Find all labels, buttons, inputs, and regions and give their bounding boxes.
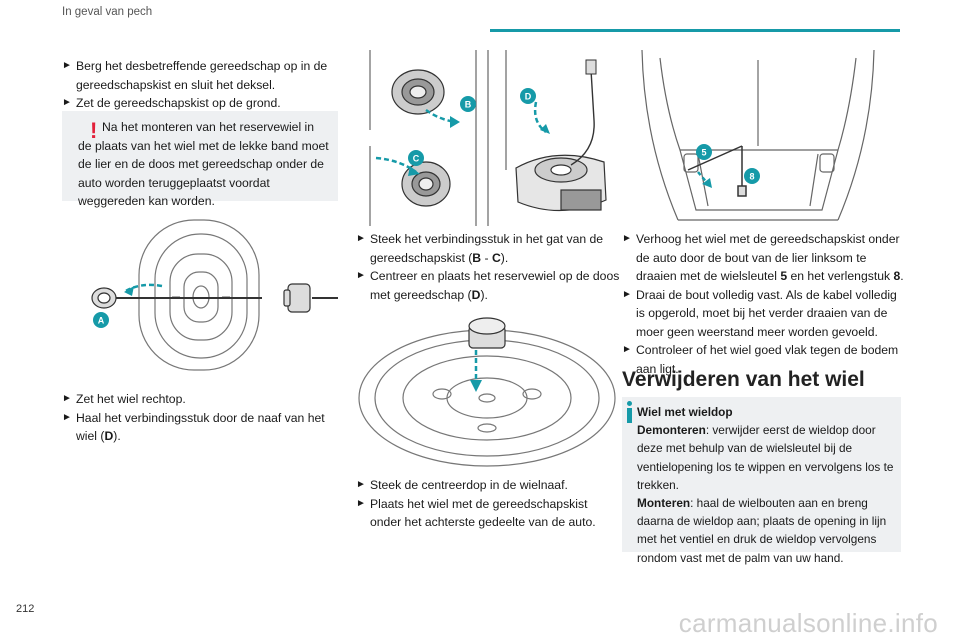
figure-label-d: D (525, 92, 532, 102)
section-title: Verwijderen van het wiel (622, 368, 865, 391)
list-item: ► Draai de bout volledig vast. Als de kab… (622, 286, 904, 342)
exclamation-warning-icon: ! (90, 118, 98, 143)
list-item: ► Plaats het wiel met de gereedschapskist… (356, 495, 621, 532)
left-steps-bottom: ► Zet het wiel rechtop. ► Haal het verbind… (62, 390, 342, 446)
list-item: ► Steek de centreerdop in de wielnaaf. (356, 476, 621, 495)
arrow-bullet-icon: ► (62, 97, 72, 108)
info-text: Wiel met wieldop Demonteren: verwijder e… (637, 403, 897, 567)
figure-label-b: B (465, 100, 472, 110)
right-steps: ► Verhoog het wiel met de gereedschapskis… (622, 230, 904, 378)
arrow-bullet-icon: ► (622, 233, 632, 244)
info-box: Wiel met wieldop Demonteren: verwijder e… (622, 397, 901, 565)
step-text: Zet de gereedschapskist op de grond. (76, 96, 281, 110)
list-item: ► Haal het verbindingsstuk door de naaf v… (62, 409, 342, 446)
figure-label-c: C (413, 154, 420, 164)
arrow-bullet-icon: ► (622, 344, 632, 355)
info-label-demonteren: Demonteren (637, 423, 706, 438)
step-text: Steek het verbindingsstuk in het gat van… (370, 232, 604, 265)
figure-label-a: A (98, 316, 105, 326)
step-text: Zet het wiel rechtop. (76, 392, 186, 406)
connector-insertion-illustration: B C D (369, 50, 607, 226)
watermark: carmanualsonline.info (678, 608, 938, 638)
step-text: Centreer en plaats het reservewiel op de… (370, 269, 620, 302)
arrow-bullet-icon: ► (62, 411, 72, 423)
list-item: ► Steek het verbindingsstuk in het gat va… (356, 230, 621, 267)
middle-steps-bottom: ► Steek de centreerdop in de wielnaaf. ► P… (356, 476, 621, 532)
step-text: Plaats het wiel met de gereedschapskist … (370, 496, 596, 530)
warning-box: ! Na het monteren van het reservewiel in… (62, 111, 338, 208)
step-text: Haal het verbindingsstuk door de naaf va… (76, 410, 325, 444)
header-title: In geval van pech (62, 6, 153, 18)
list-item: ► Zet het wiel rechtop. (62, 390, 342, 409)
figure-label-5: 5 (701, 148, 706, 158)
left-steps-top: ► Berg het desbetreffende gereedschap op … (62, 57, 342, 113)
step-text: Steek de centreerdop in de wielnaaf. (370, 478, 568, 492)
trunk-winch-illustration: 5 8 (641, 50, 875, 221)
list-item: ► Verhoog het wiel met de gereedschapskis… (622, 230, 904, 286)
center-cap-illustration (358, 317, 616, 467)
warning-text: Na het monteren van het reservewiel in d… (78, 118, 330, 211)
step-text: Berg het desbetreffende gereedschap op i… (76, 59, 328, 92)
arrow-bullet-icon: ► (356, 270, 366, 281)
list-item: ► Berg het desbetreffende gereedschap op … (62, 57, 342, 94)
step-text: Verhoog het wiel met de gereedschapskist… (636, 232, 904, 283)
arrow-bullet-icon: ► (356, 497, 366, 509)
info-text-demonteren: : verwijder eerst de wieldop door deze m… (637, 423, 894, 492)
list-item: ► Zet de gereedschapskist op de grond. (62, 94, 342, 113)
arrow-bullet-icon: ► (622, 288, 632, 300)
list-item: ► Controleer of het wiel goed vlak tegen … (622, 341, 904, 378)
info-text-monteren: : haal de wielbouten aan en breng daarna… (637, 496, 887, 565)
header-accent-bar (490, 29, 900, 32)
step-text: Draai de bout volledig vast. Als de kabe… (636, 287, 897, 339)
figure-label-8: 8 (749, 172, 754, 182)
info-icon (627, 401, 632, 423)
arrow-bullet-icon: ► (62, 60, 72, 71)
arrow-bullet-icon: ► (356, 233, 366, 244)
middle-steps-top: ► Steek het verbindingsstuk in het gat va… (356, 230, 621, 304)
arrow-bullet-icon: ► (62, 393, 72, 404)
wheel-mount-illustration: A (91, 219, 338, 371)
step-text: Controleer of het wiel goed vlak tegen d… (636, 343, 899, 376)
info-heading: Wiel met wieldop (637, 405, 733, 419)
warning-body: Na het monteren van het reservewiel in d… (78, 120, 329, 208)
page-number: 212 (16, 603, 35, 615)
arrow-bullet-icon: ► (356, 479, 366, 490)
list-item: ► Centreer en plaats het reservewiel op d… (356, 267, 621, 304)
info-label-monteren: Monteren (637, 496, 691, 511)
